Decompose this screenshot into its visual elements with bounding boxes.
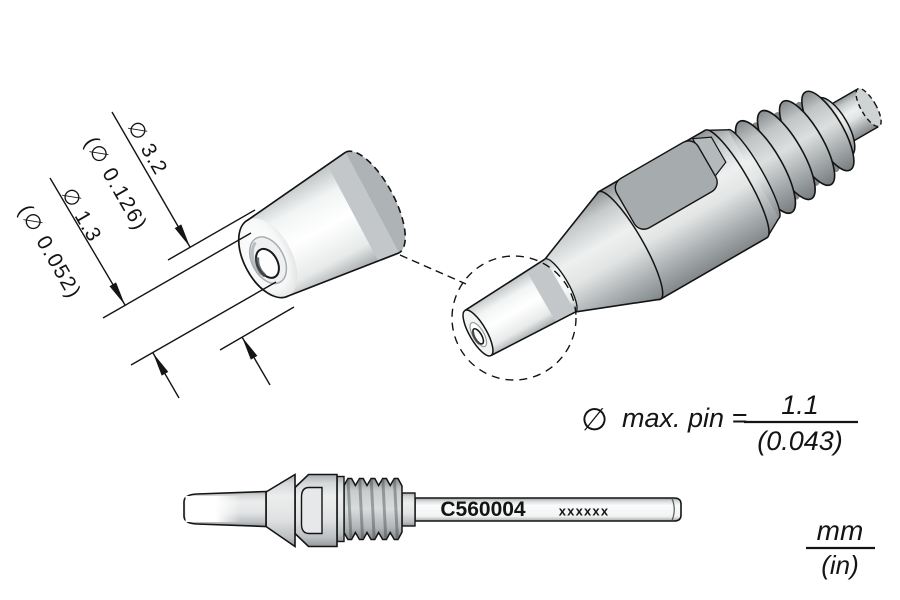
- detail-break-edge: [345, 150, 407, 254]
- marking-placeholder-label: xxxxxx: [559, 504, 610, 519]
- detail-end-band: [327, 152, 399, 262]
- dim-line-outer-2: [241, 336, 271, 386]
- dimension-lines: [49, 111, 295, 399]
- dimension-labels: ∅ 3.2 (∅ 0.126) ∅ 1.3 (∅ 0.052): [14, 117, 172, 303]
- iso-stub-break: [855, 87, 882, 128]
- max-pin-value-mm: 1.1: [781, 390, 819, 420]
- sv-nose-highlight: [185, 496, 241, 522]
- extension-line-outer-bottom: [219, 306, 295, 351]
- sv-neck: [401, 492, 416, 527]
- extension-line-outer-top: [167, 209, 256, 261]
- detail-outline: [237, 151, 400, 299]
- iso-view: [399, 87, 882, 381]
- sv-thread-shading: [346, 479, 399, 539]
- extension-line-inner-bottom: [130, 281, 277, 366]
- detail-cut-face: [345, 151, 406, 253]
- dim-inner-mm-label: ∅ 1.3: [57, 184, 106, 246]
- units-mm-label: mm: [817, 515, 864, 546]
- diameter-symbol: ∅: [581, 402, 608, 437]
- sv-shaft-end-line: [671, 498, 675, 521]
- iso-nose-edges: [464, 258, 576, 357]
- dim-line-inner-2: [152, 352, 180, 399]
- sv-thread: [343, 477, 403, 541]
- max-pin-value-in: (0.043): [757, 426, 843, 456]
- detail-hole-shadow: [255, 257, 266, 277]
- sv-washer: [336, 475, 345, 543]
- model-number-label: C560004: [440, 498, 526, 521]
- iso-cone-edges: [544, 191, 661, 313]
- sv-cone: [265, 473, 296, 549]
- extension-line-inner-top: [102, 232, 252, 319]
- iso-cone: [545, 191, 661, 312]
- iso-nose-band: [526, 259, 576, 322]
- units-label: mm (in): [806, 515, 875, 580]
- units-in-label: (in): [821, 550, 859, 580]
- iso-hole-shadow: [471, 331, 480, 345]
- max-pin-label: max. pin =: [622, 403, 747, 433]
- iso-hex-facet: [614, 140, 718, 230]
- side-view: C560004 xxxxxx: [183, 473, 682, 549]
- sv-shaft: [414, 497, 682, 522]
- detail-callout-leader: [399, 254, 467, 285]
- sv-collar-contour: [300, 486, 323, 535]
- detail-callout-circle: [451, 255, 577, 381]
- dim-line-inner: [49, 177, 126, 306]
- dim-line-outer: [111, 111, 191, 248]
- max-pin-annotation: ∅ max. pin = 1.1 (0.043): [581, 390, 858, 456]
- dim-outer-mm-label: ∅ 3.2: [123, 117, 172, 179]
- detail-view: [237, 150, 407, 299]
